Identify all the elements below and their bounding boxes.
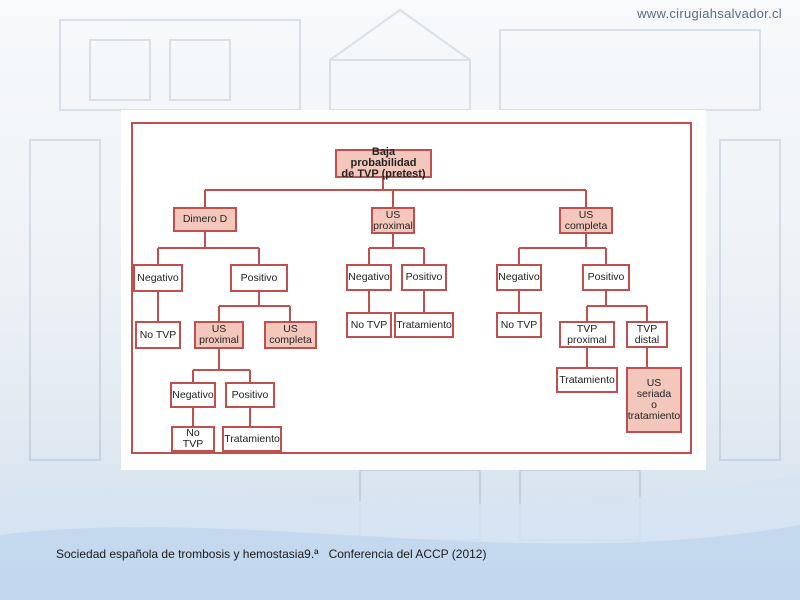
source-caption: Sociedad española de trombosis y hemosta… bbox=[56, 547, 487, 561]
us-completa-no-tvp-node: No TVP bbox=[496, 312, 542, 338]
us-proximal-tratamiento-node: Tratamiento bbox=[394, 312, 454, 338]
flowchart-panel: Baja probabilidad de TVP (pretest) Dimer… bbox=[121, 110, 706, 470]
dimero-us-completa-node: US completa bbox=[264, 321, 317, 349]
flowchart-frame bbox=[131, 122, 692, 454]
dimero-sub-negativo-node: Negativo bbox=[170, 382, 216, 408]
dimero-positivo-node: Positivo bbox=[230, 264, 288, 292]
us-completa-node: US completa bbox=[559, 207, 613, 234]
us-proximal-node: US proximal bbox=[371, 207, 415, 234]
dimero-us-proximal-node: US proximal bbox=[194, 321, 244, 349]
us-completa-negativo-node: Negativo bbox=[496, 264, 542, 291]
dimero-sub-tratamiento-node: Tratamiento bbox=[222, 426, 282, 452]
tvp-distal-node: TVP distal bbox=[626, 321, 668, 348]
connector-lines bbox=[157, 178, 648, 426]
us-proximal-positivo-node: Positivo bbox=[401, 264, 447, 291]
root-node: Baja probabilidad de TVP (pretest) bbox=[335, 147, 432, 180]
dimero-d-node: Dimero D bbox=[173, 207, 237, 232]
us-proximal-no-tvp-node: No TVP bbox=[346, 312, 392, 338]
background-wave bbox=[0, 475, 800, 600]
us-seriada-node: US seriada o tratamiento bbox=[626, 367, 682, 433]
dimero-no-tvp-node: No TVP bbox=[135, 321, 181, 349]
us-proximal-negativo-node: Negativo bbox=[346, 264, 392, 291]
dimero-sub-no-tvp-node: No TVP bbox=[171, 426, 215, 452]
site-url: www.cirugiahsalvador.cl bbox=[637, 6, 782, 21]
tvp-proximal-node: TVP proximal bbox=[559, 321, 615, 348]
us-completa-positivo-node: Positivo bbox=[582, 264, 630, 291]
dimero-sub-positivo-node: Positivo bbox=[225, 382, 275, 408]
us-completa-tratamiento-node: Tratamiento bbox=[556, 367, 618, 393]
dimero-negativo-node: Negativo bbox=[133, 264, 183, 292]
